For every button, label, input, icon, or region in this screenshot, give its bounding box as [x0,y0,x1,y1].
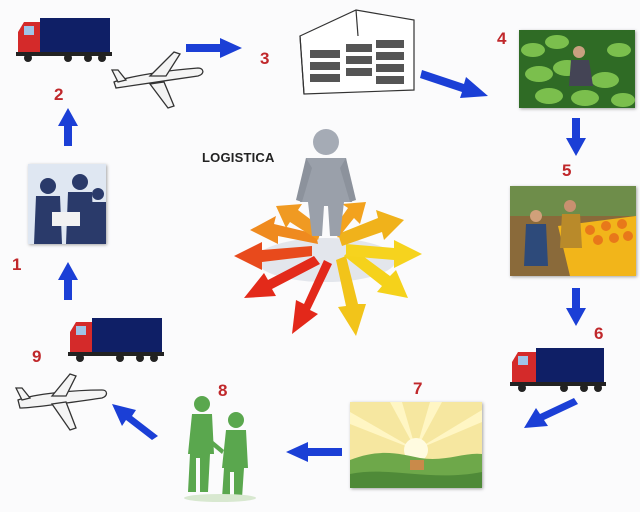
airplane-icon [14,373,108,431]
field-worker-icon [519,30,635,108]
green-figures-icon [184,396,256,502]
truck-icon [16,18,112,62]
flow-arrow-icon [186,38,242,58]
flow-arrow-icon [58,262,78,300]
step-number-3: 3 [260,49,270,68]
step-number-8: 8 [218,381,228,400]
step-number-5: 5 [562,161,572,180]
flow-arrow-icon [286,442,342,462]
flow-arrow-icon [524,398,578,428]
people-meeting-photo [28,164,106,244]
step-number-1: 1 [12,255,22,274]
flow-arrow-icon [566,118,586,156]
step-number-6: 6 [594,324,604,343]
harvest-crate-icon [510,186,636,276]
sunrise-landscape-photo [350,402,482,488]
airplane-icon [110,51,204,109]
flow-arrow-icon [566,288,586,326]
step-number-2: 2 [54,85,64,104]
step-number-9: 9 [32,347,42,366]
diagram-title: LOGISTICA [202,150,275,165]
central-radial-arrows [234,129,422,336]
flow-arrow-icon [58,108,78,146]
flow-arrow-icon [112,404,158,440]
warehouse-icon [299,9,415,95]
radial-arrow-icon [234,202,422,336]
person-figure-icon [296,129,356,236]
sunrise-landscape-icon [350,402,482,488]
step-number-4: 4 [497,29,507,48]
field-worker-photo [519,30,635,108]
truck-icon [510,348,606,392]
harvest-photo [510,186,636,276]
flow-arrow-icon [420,70,488,98]
step-number-7: 7 [413,379,423,398]
people-meeting-icon [28,164,106,244]
truck-icon [68,318,164,362]
